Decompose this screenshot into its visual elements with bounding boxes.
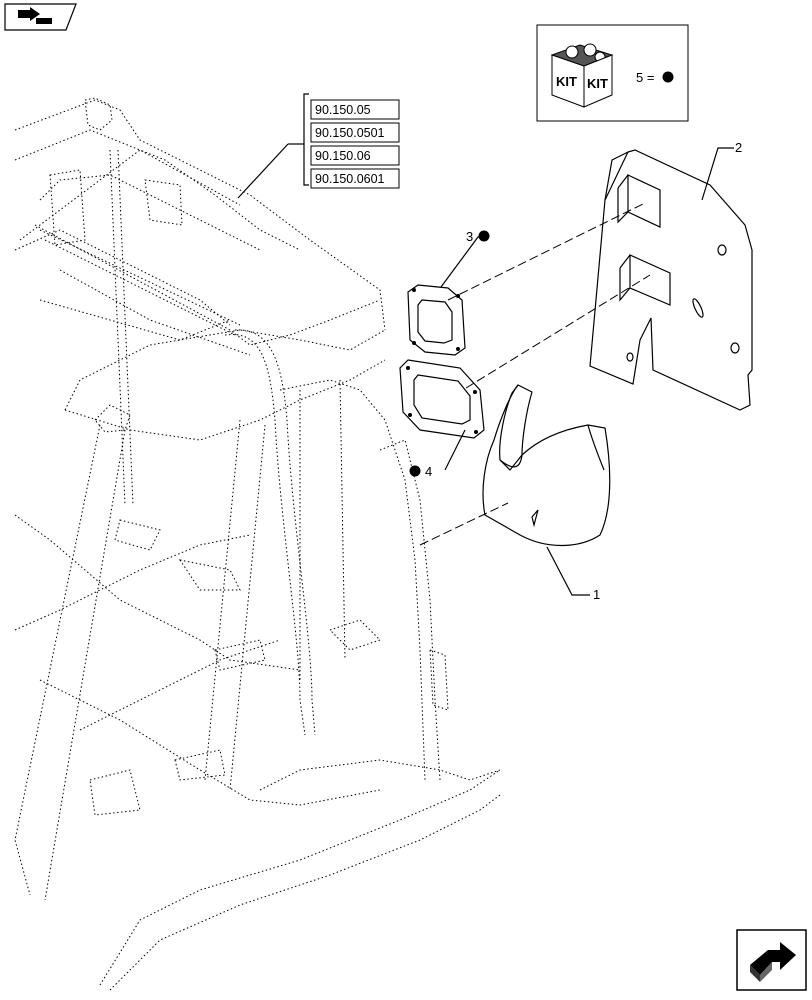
kit-legend-label: 5 = xyxy=(636,70,654,85)
callout-3-label: 3 xyxy=(466,229,473,244)
part-4-gasket xyxy=(399,359,485,439)
callout-labels: 2 1 3 4 xyxy=(409,140,742,602)
kit-package-icon: KIT KIT xyxy=(550,43,614,108)
callout-4-label: 4 xyxy=(425,464,432,479)
assembly-lines xyxy=(419,202,651,546)
cab-frame-phantom xyxy=(14,97,501,991)
kit-label-right: KIT xyxy=(587,76,608,91)
kit-label-left: KIT xyxy=(556,74,577,89)
part-2-plate xyxy=(589,149,753,411)
part-3-gasket xyxy=(407,284,466,356)
book-arrow-icon[interactable] xyxy=(4,3,77,31)
part-1-boot xyxy=(482,384,611,547)
reference-label: 90.150.0501 xyxy=(315,126,385,140)
reference-list: 90.150.05 90.150.0501 90.150.06 90.150.0… xyxy=(237,93,400,199)
reference-box[interactable]: 90.150.05 xyxy=(310,99,400,120)
callout-2-label: 2 xyxy=(735,140,742,155)
reference-label: 90.150.06 xyxy=(315,149,371,163)
kit-dot-icon xyxy=(662,71,674,83)
callout-3-kit-dot-icon xyxy=(478,230,490,242)
reference-label: 90.150.0601 xyxy=(315,172,385,186)
reference-label: 90.150.05 xyxy=(315,103,371,117)
reference-box[interactable]: 90.150.06 xyxy=(310,145,400,166)
callout-1-label: 1 xyxy=(593,587,600,602)
callout-4-kit-dot-icon xyxy=(409,465,421,477)
next-page-arrow-icon[interactable] xyxy=(736,929,807,991)
reference-box[interactable]: 90.150.0601 xyxy=(310,168,400,189)
kit-box: KIT KIT 5 = xyxy=(536,24,689,122)
reference-box[interactable]: 90.150.0501 xyxy=(310,122,400,143)
